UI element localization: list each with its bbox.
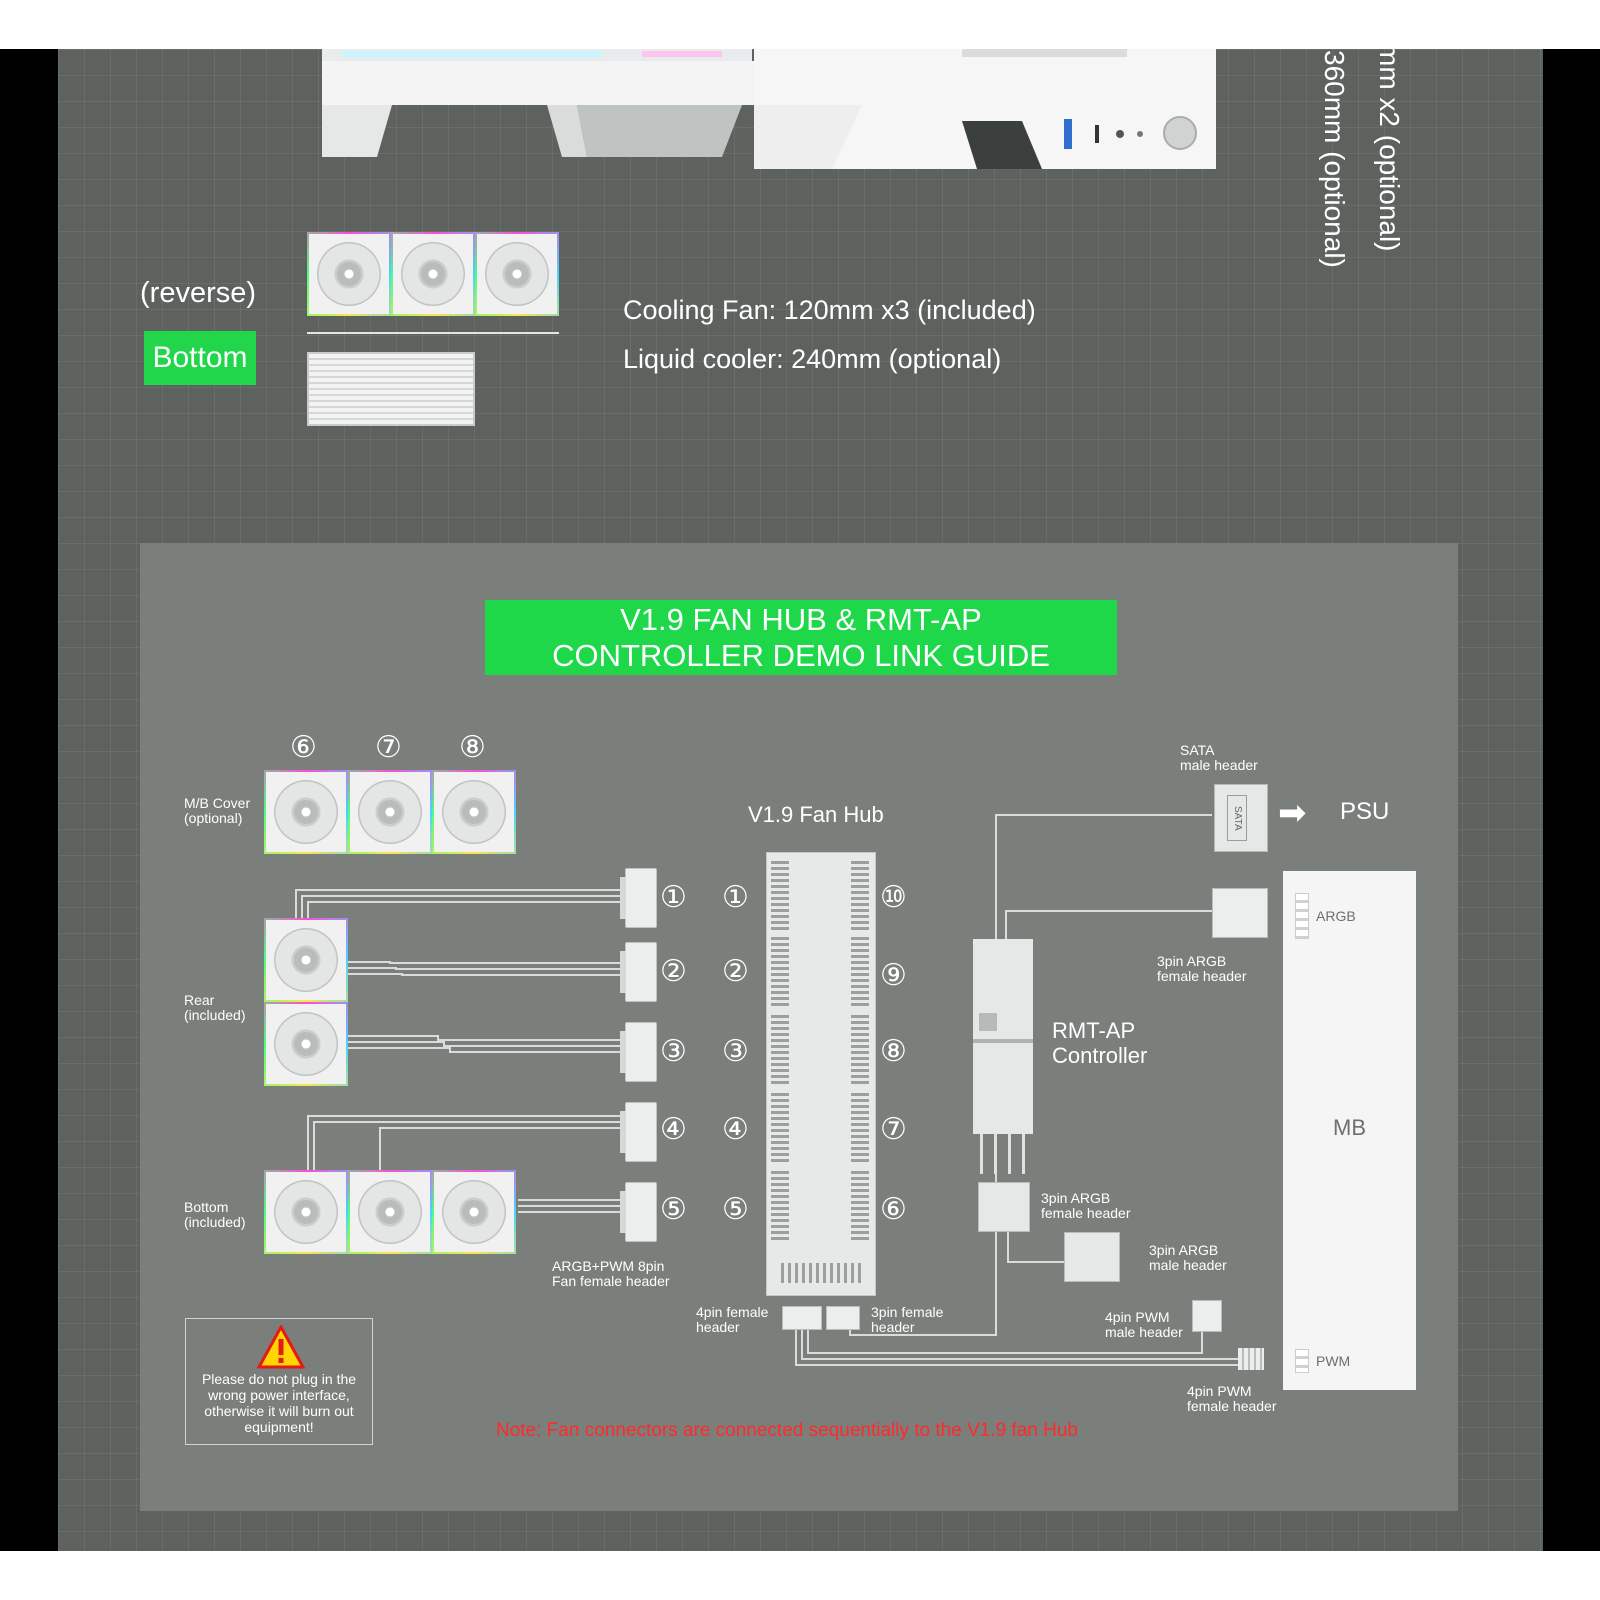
pin3-connector xyxy=(826,1306,860,1330)
controller-pins xyxy=(980,1134,1026,1174)
hub-left-number: ③ xyxy=(722,1035,749,1068)
fan-icon xyxy=(432,770,516,854)
fan-icon xyxy=(348,770,432,854)
fan-connector xyxy=(620,868,657,928)
pwm-male-label: 4pin PWM male header xyxy=(1105,1309,1183,1340)
sata-connector: SATA xyxy=(1214,784,1268,852)
pwm-female-label: 4pin PWM female header xyxy=(1187,1383,1277,1414)
pin4-connector xyxy=(782,1306,822,1330)
warning-text: Please do not plug in the wrong power in… xyxy=(201,1371,357,1435)
argb-female-top-label: 3pin ARGB female header xyxy=(1157,953,1247,984)
radiator-image xyxy=(307,352,475,426)
mb-cover-fans xyxy=(264,770,516,854)
warning-box: Please do not plug in the wrong power in… xyxy=(185,1318,373,1445)
cooling-fan-row xyxy=(307,232,559,316)
top-number: ⑥ xyxy=(290,731,317,764)
rmt-ap-controller xyxy=(973,939,1033,1134)
mb-pwm-label: PWM xyxy=(1316,1353,1351,1369)
hub-left-number: ① xyxy=(722,881,749,914)
liquid-cooler-spec: Liquid cooler: 240mm (optional) xyxy=(623,344,1002,374)
bottom-fans-label: Bottom (included) xyxy=(184,1199,246,1230)
fan-connector xyxy=(620,1182,657,1242)
fan-icon xyxy=(307,232,391,316)
rmt-ap-controller-label: RMT-AP Controller xyxy=(1052,1018,1148,1068)
pwm-male-connector xyxy=(1192,1300,1222,1332)
guide-title-line1: V1.9 FAN HUB & RMT-AP xyxy=(620,602,982,637)
connector-number: ③ xyxy=(660,1035,687,1068)
fan-icon xyxy=(264,918,348,1002)
fan-connector xyxy=(620,942,657,1002)
cooling-fan-spec: Cooling Fan: 120mm x3 (included) xyxy=(623,295,1036,325)
motherboard: ARGB MB PWM xyxy=(1283,871,1416,1390)
hub-left-number: ② xyxy=(722,955,749,988)
hub-title: V1.9 Fan Hub xyxy=(748,802,884,827)
sata-male-label: SATA male header xyxy=(1180,742,1258,773)
fan-connector xyxy=(620,1022,657,1082)
argb-female-bottom-label: 3pin ARGB female header xyxy=(1041,1190,1131,1221)
note-text: Note: Fan connectors are connected seque… xyxy=(496,1420,1078,1441)
fan-icon xyxy=(348,1170,432,1254)
argb-male-connector xyxy=(1064,1232,1120,1282)
psu-label: PSU xyxy=(1340,798,1390,825)
hub-right-number: ⑩ xyxy=(880,881,907,914)
hub-right-number: ⑥ xyxy=(880,1193,907,1226)
warning-icon xyxy=(257,1325,305,1369)
arrow-icon: ➡ xyxy=(1278,794,1307,832)
bottom-fans xyxy=(264,1170,516,1254)
connector-number: ④ xyxy=(660,1113,687,1146)
pwm-female-connector xyxy=(1238,1348,1264,1370)
fan-icon xyxy=(391,232,475,316)
connector-number: ① xyxy=(660,881,687,914)
fan-icon xyxy=(264,770,348,854)
bottom-badge: Bottom xyxy=(144,331,256,385)
connector-number: ⑤ xyxy=(660,1193,687,1226)
hub-right-number: ⑨ xyxy=(880,959,907,992)
fan-icon xyxy=(264,1170,348,1254)
guide-title: V1.9 FAN HUB & RMT-AP CONTROLLER DEMO LI… xyxy=(485,600,1117,675)
fan-icon xyxy=(432,1170,516,1254)
argb-pwm-label: ARGB+PWM 8pin Fan female header xyxy=(552,1258,670,1289)
mb-argb-label: ARGB xyxy=(1316,908,1356,924)
mb-label: MB xyxy=(1333,1115,1366,1140)
argb-female-connector-top xyxy=(1212,888,1268,938)
rear-fans xyxy=(264,918,348,1086)
hub-left-number: ④ xyxy=(722,1113,749,1146)
hub-right-number: ⑦ xyxy=(880,1113,907,1146)
fan-icon xyxy=(475,232,559,316)
top-number: ⑦ xyxy=(375,731,402,764)
hub-right-number: ⑧ xyxy=(880,1035,907,1068)
fan-connector xyxy=(620,1102,657,1162)
fan-icon xyxy=(264,1002,348,1086)
argb-male-label: 3pin ARGB male header xyxy=(1149,1242,1227,1273)
connector-number: ② xyxy=(660,955,687,988)
fan-hub-board xyxy=(766,852,876,1296)
pin3-female-label: 3pin female header xyxy=(871,1304,944,1335)
pin4-female-label: 4pin female header xyxy=(696,1304,769,1335)
sata-text: SATA xyxy=(1227,795,1247,841)
divider xyxy=(307,332,559,334)
reverse-label: (reverse) xyxy=(140,277,257,309)
hub-left-number: ⑤ xyxy=(722,1193,749,1226)
top-number: ⑧ xyxy=(459,731,486,764)
guide-title-line2: CONTROLLER DEMO LINK GUIDE xyxy=(552,638,1050,673)
argb-female-connector-bottom xyxy=(978,1182,1030,1232)
rear-label: Rear (included) xyxy=(184,992,246,1023)
pc-case-image xyxy=(322,49,1216,169)
mb-cover-label: M/B Cover (optional) xyxy=(184,795,251,826)
